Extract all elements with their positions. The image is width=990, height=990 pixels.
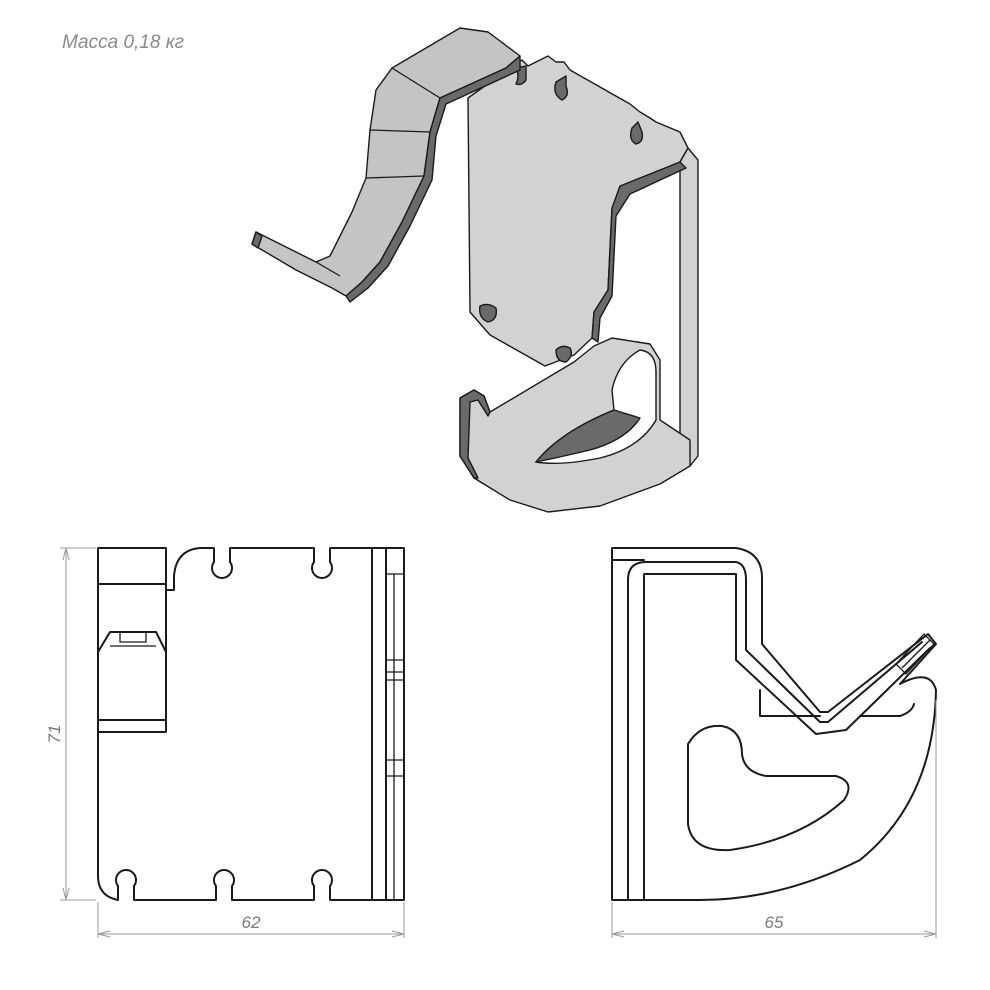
side-hook-lip xyxy=(759,689,915,717)
iso-top-arm-edge xyxy=(345,55,521,303)
iso-top-arm-fold-4 xyxy=(315,261,341,277)
side-inner-2 xyxy=(643,573,931,901)
isometric-view xyxy=(251,27,699,513)
dim-front-width-text: 62 xyxy=(242,913,261,932)
front-arm-trapezoid xyxy=(97,631,167,721)
iso-hole-2 xyxy=(554,75,569,101)
front-arm-inner xyxy=(110,632,156,647)
iso-hook-cutout-rim xyxy=(535,409,641,463)
side-dimensions: 65 xyxy=(611,700,937,938)
front-arm-box xyxy=(97,547,167,733)
iso-hole-3 xyxy=(629,121,644,145)
iso-hole-4 xyxy=(478,303,498,323)
side-cutout xyxy=(687,724,850,852)
mass-label: Масса 0,18 кг xyxy=(62,32,185,53)
front-outline xyxy=(97,547,405,901)
front-dimensions: 71 62 xyxy=(45,547,405,938)
iso-hole-5 xyxy=(555,345,573,363)
iso-top-arm-fold-3 xyxy=(365,175,425,179)
dim-height-text: 71 xyxy=(45,725,64,744)
side-view xyxy=(611,547,937,901)
iso-side-edge xyxy=(591,161,687,343)
side-tip xyxy=(895,633,935,675)
iso-hook-edge xyxy=(459,389,491,479)
front-view xyxy=(97,547,405,901)
side-inner-1 xyxy=(627,561,923,901)
dim-side-width-text: 65 xyxy=(765,913,784,932)
iso-back-plate xyxy=(467,55,689,367)
iso-top-arm-fold-1 xyxy=(391,67,441,99)
iso-arm-tip xyxy=(251,231,263,249)
front-right-marks xyxy=(386,573,404,777)
iso-top-arm-fold-2 xyxy=(369,129,431,133)
iso-side-plate xyxy=(679,147,699,471)
side-outline xyxy=(611,547,937,901)
